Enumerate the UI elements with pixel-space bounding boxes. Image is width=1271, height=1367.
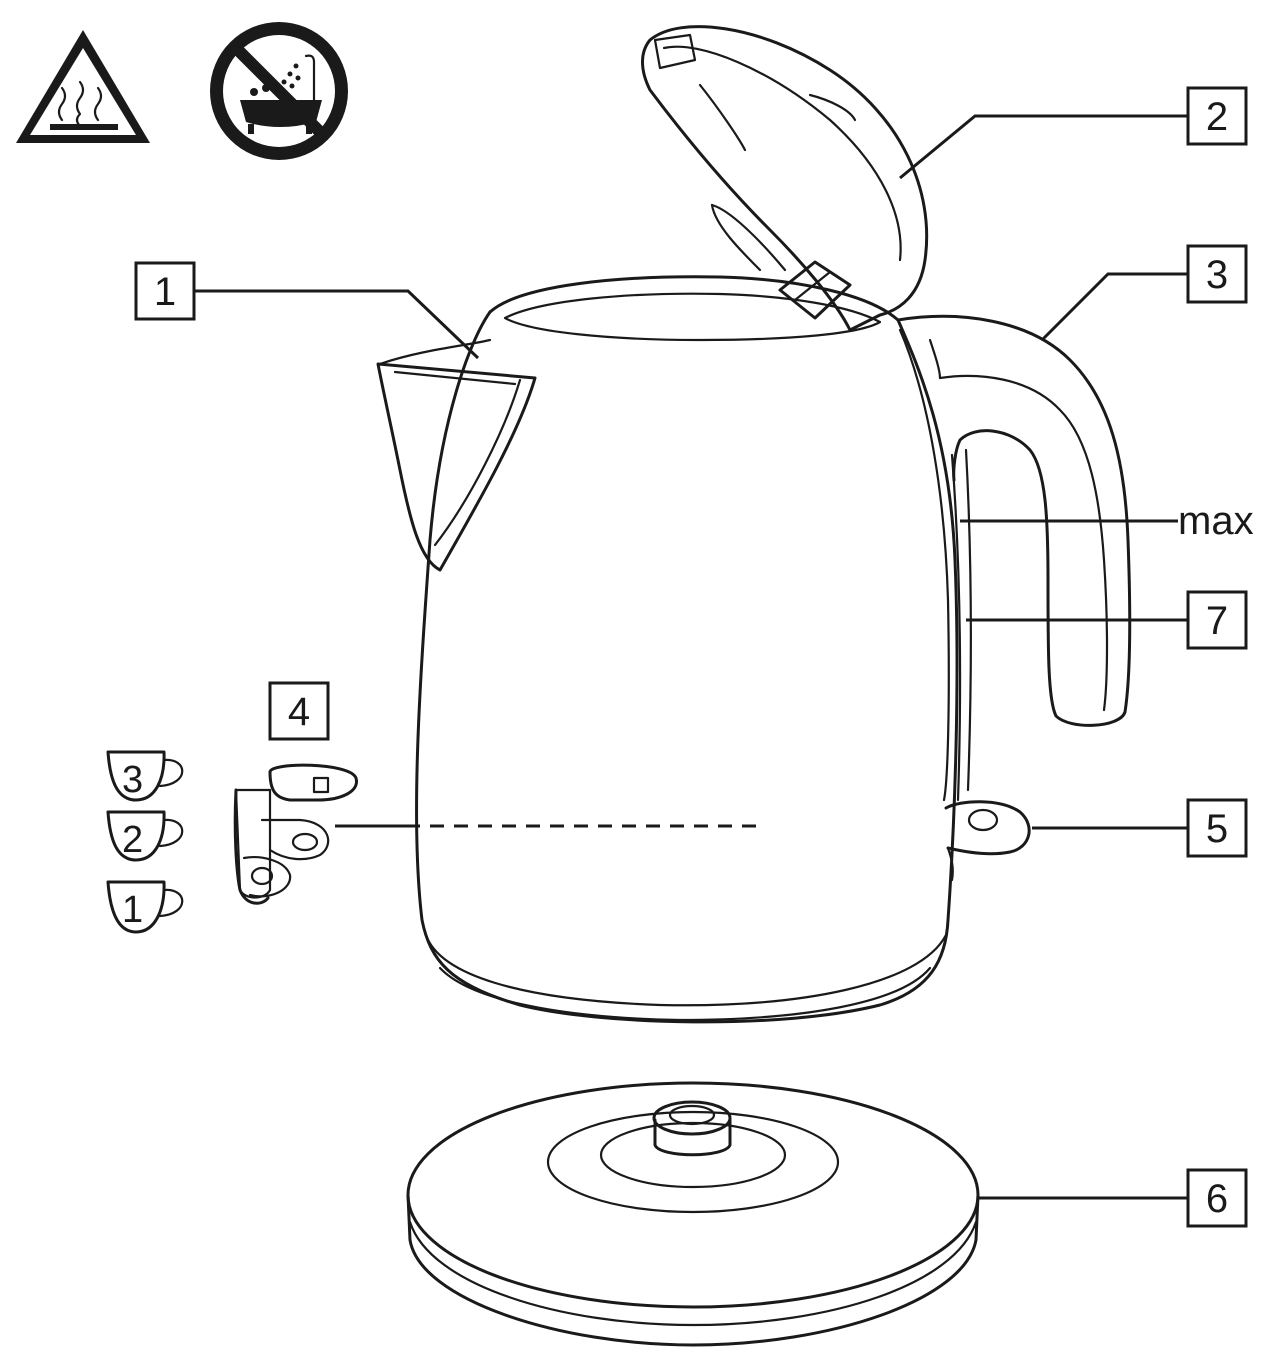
callout-label-5: 5	[1206, 807, 1228, 851]
callout-label-7: 7	[1206, 599, 1228, 643]
hot-surface-warning-icon	[16, 30, 150, 143]
limescale-filter	[233, 763, 358, 905]
callout-1: 1	[134, 261, 196, 321]
leader-line-1	[194, 289, 480, 360]
cup-icon-3: 3	[106, 750, 184, 802]
kettle-handle	[896, 314, 1132, 802]
on-off-switch	[944, 800, 1031, 882]
kettle-spout	[376, 338, 537, 572]
callout-label-1: 1	[154, 270, 176, 314]
cup-icon-2: 2	[106, 810, 184, 862]
cup-level-indicators: 3 2 1	[106, 750, 184, 934]
callout-5: 5	[1186, 798, 1248, 858]
cup-level-3: 3	[122, 759, 143, 801]
callout-6: 6	[1186, 1168, 1248, 1228]
power-base	[406, 1081, 980, 1347]
kettle-lid	[641, 25, 929, 332]
callout-4: 4	[268, 681, 330, 741]
cup-level-1: 1	[122, 889, 143, 931]
cup-level-2: 2	[122, 819, 143, 861]
no-immersion-warning-icon	[210, 22, 348, 160]
leader-line-3	[1040, 272, 1188, 342]
callout-label-6: 6	[1206, 1177, 1228, 1221]
callout-3: 3	[1186, 244, 1248, 304]
callout-label-3: 3	[1206, 253, 1228, 297]
callout-label-2: 2	[1206, 95, 1228, 139]
max-level-label: max	[1178, 499, 1254, 543]
callout-2: 2	[1186, 86, 1248, 146]
leader-line-2	[899, 114, 1188, 180]
callout-7: 7	[1186, 590, 1248, 650]
callout-label-4: 4	[288, 690, 310, 734]
cup-icon-1: 1	[106, 880, 184, 934]
kettle-body	[415, 275, 959, 1024]
